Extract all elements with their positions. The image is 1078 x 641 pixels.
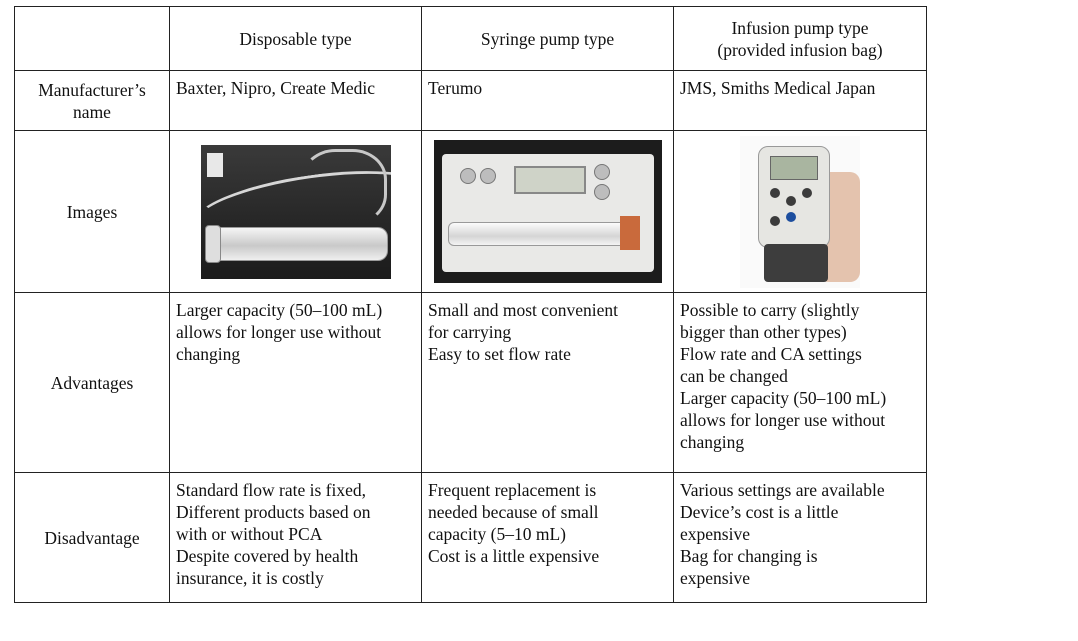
header-infusion: Infusion pump type (provided infusion ba… <box>673 6 927 71</box>
advantage-line: changing <box>680 432 745 452</box>
disadvantage-line: with or without PCA <box>176 524 323 544</box>
disadvantage-label: Disadvantage <box>14 472 170 603</box>
disadvantage-syringe: Frequent replacement is needed because o… <box>421 472 674 603</box>
advantage-line: Easy to set flow rate <box>428 344 571 364</box>
advantage-line: for carrying <box>428 322 512 342</box>
disposable-pump-photo <box>200 144 391 279</box>
advantage-line: Small and most convenient <box>428 300 619 320</box>
header-infusion-line: (provided infusion bag) <box>717 39 883 60</box>
manufacturer-infusion: JMS, Smiths Medical Japan <box>673 70 927 131</box>
infusion-pump-photo <box>740 135 860 288</box>
header-infusion-line: Infusion pump type <box>731 17 869 38</box>
advantage-line: Larger capacity (50–100 mL) <box>680 388 887 408</box>
disadvantage-line: Different products based on <box>176 502 371 522</box>
header-disposable: Disposable type <box>169 6 422 71</box>
advantages-infusion: Possible to carry (slightly bigger than … <box>673 292 927 473</box>
syringe-pump-photo <box>433 140 662 283</box>
advantages-row: Advantages Larger capacity (50–100 mL) a… <box>14 292 927 473</box>
disadvantage-line: needed because of small <box>428 502 599 522</box>
header-syringe: Syringe pump type <box>421 6 674 71</box>
disadvantage-line: Various settings are available <box>680 480 885 500</box>
header-row: Disposable type Syringe pump type Infusi… <box>14 6 927 71</box>
advantages-disposable: Larger capacity (50–100 mL) allows for l… <box>169 292 422 473</box>
disadvantage-row: Disadvantage Standard flow rate is fixed… <box>14 472 927 603</box>
manufacturer-label: Manufacturer’s name <box>14 70 170 131</box>
disadvantage-line: Bag for changing is <box>680 546 818 566</box>
advantage-line: allows for longer use without <box>176 322 382 342</box>
advantage-line: Flow rate and CA settings <box>680 344 862 364</box>
disadvantage-line: Frequent replacement is <box>428 480 597 500</box>
advantage-line: can be changed <box>680 366 788 386</box>
disadvantage-line: insurance, it is costly <box>176 568 324 588</box>
disadvantage-line: capacity (5–10 mL) <box>428 524 567 544</box>
disadvantage-line: Despite covered by health <box>176 546 359 566</box>
disadvantage-line: Standard flow rate is fixed, <box>176 480 367 500</box>
comparison-table: Disposable type Syringe pump type Infusi… <box>14 6 927 603</box>
advantages-label: Advantages <box>14 292 170 473</box>
advantage-line: allows for longer use without <box>680 410 886 430</box>
manufacturer-syringe: Terumo <box>421 70 674 131</box>
disadvantage-disposable: Standard flow rate is fixed, Different p… <box>169 472 422 603</box>
manufacturer-row: Manufacturer’s name Baxter, Nipro, Creat… <box>14 70 927 131</box>
disadvantage-line: expensive <box>680 524 750 544</box>
disadvantage-line: expensive <box>680 568 750 588</box>
disadvantage-line: Cost is a little expensive <box>428 546 600 566</box>
advantages-syringe: Small and most convenient for carrying E… <box>421 292 674 473</box>
advantage-line: Possible to carry (slightly <box>680 300 860 320</box>
header-empty-cell <box>14 6 170 71</box>
manufacturer-disposable: Baxter, Nipro, Create Medic <box>169 70 422 131</box>
manufacturer-label-line: name <box>73 101 111 122</box>
advantage-line: bigger than other types) <box>680 322 847 342</box>
advantage-line: Larger capacity (50–100 mL) <box>176 300 383 320</box>
images-row: Images <box>14 130 927 293</box>
image-cell-disposable <box>169 130 422 293</box>
disadvantage-line: Device’s cost is a little <box>680 502 839 522</box>
disadvantage-infusion: Various settings are available Device’s … <box>673 472 927 603</box>
manufacturer-label-line: Manufacturer’s <box>38 79 146 100</box>
image-cell-syringe <box>421 130 674 293</box>
image-cell-infusion <box>673 130 927 293</box>
advantage-line: changing <box>176 344 241 364</box>
images-label: Images <box>14 130 170 293</box>
